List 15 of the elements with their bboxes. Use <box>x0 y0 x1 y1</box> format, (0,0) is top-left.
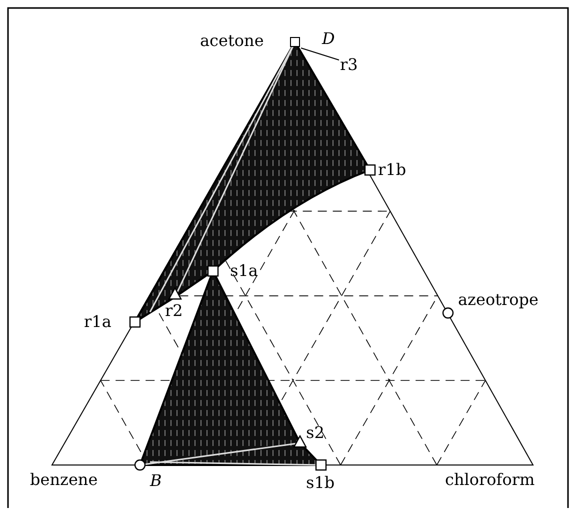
point-label: s1a <box>230 262 258 280</box>
square-marker <box>290 37 300 47</box>
leader-line <box>300 48 340 60</box>
point-label: r3 <box>340 56 358 74</box>
axis-label: chloroform <box>445 471 535 489</box>
point-label: s1b <box>306 474 335 492</box>
point-label: r2 <box>165 302 183 320</box>
axis-label: benzene <box>30 471 98 489</box>
point-label: r1a <box>84 313 112 331</box>
point-label: D <box>322 30 335 48</box>
axis-label: acetone <box>200 32 264 50</box>
point-label: r1b <box>378 161 406 179</box>
point-label: B <box>150 472 162 490</box>
point-label: azeotrope <box>458 291 538 309</box>
point-label: s2 <box>306 424 324 442</box>
